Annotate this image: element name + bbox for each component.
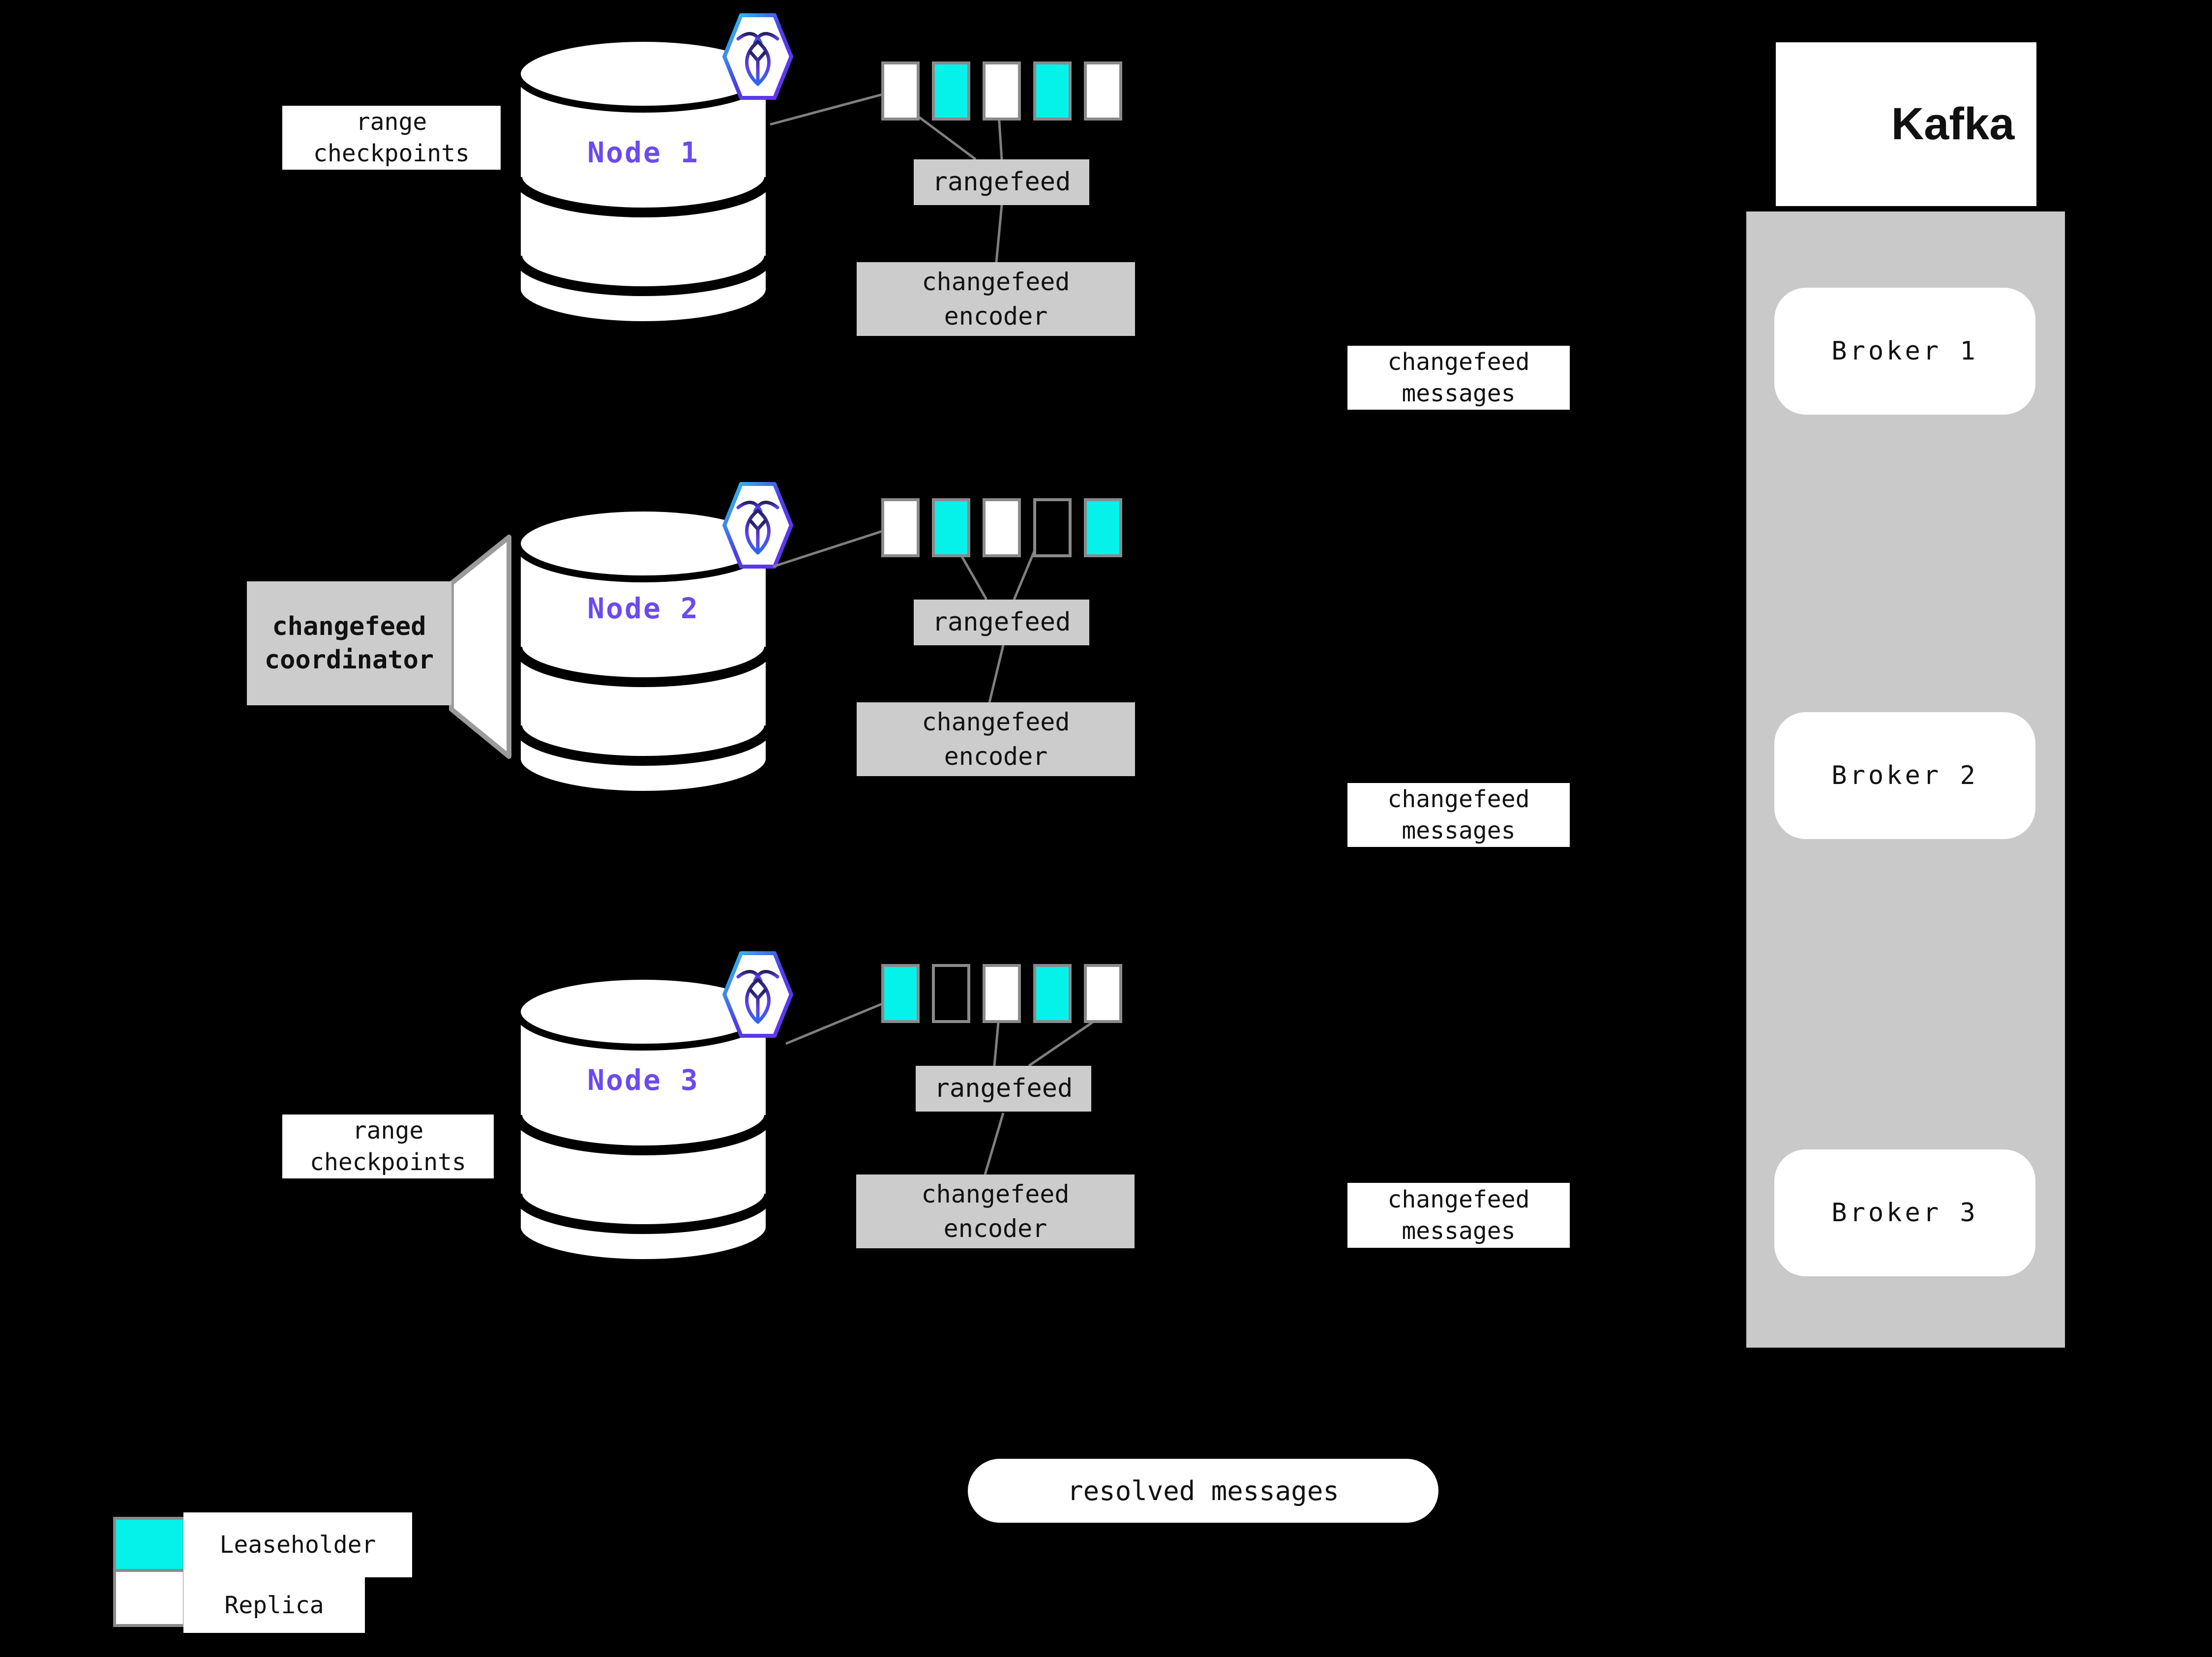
range-rect <box>932 61 970 121</box>
changefeed-encoder-text: changefeed encoder <box>922 708 1070 771</box>
legend-replica-swatch <box>113 1569 186 1627</box>
kafka-broker-2: Broker 2 <box>1774 712 2035 839</box>
range-checkpoints-text: range checkpoints <box>313 108 470 167</box>
range-rect <box>881 964 920 1023</box>
rangefeed-box-node2: rangefeed <box>914 600 1089 645</box>
range-checkpoints-text: range checkpoints <box>310 1117 466 1176</box>
node-2-database-cylinder <box>517 508 769 794</box>
changefeed-messages-label-node3: changefeed messages <box>1347 1183 1570 1248</box>
changefeed-messages-text: changefeed messages <box>1387 785 1530 844</box>
legend-leaseholder-swatch <box>113 1517 186 1575</box>
range-rect <box>881 61 920 121</box>
range-rect <box>1033 964 1072 1023</box>
changefeed-coordinator-box: changefeed coordinator <box>247 581 451 705</box>
rangefeed-box-node1: rangefeed <box>914 159 1089 205</box>
kafka-broker-3: Broker 3 <box>1774 1149 2035 1276</box>
changefeed-messages-text: changefeed messages <box>1387 348 1530 407</box>
changefeed-encoder-text: changefeed encoder <box>921 1180 1070 1243</box>
kafka-cluster-container: Broker 1 Broker 2 Broker 3 <box>1746 211 2065 1348</box>
node-2-label: Node 2 <box>587 592 699 625</box>
range-rect <box>983 498 1021 557</box>
changefeed-encoder-box-node2: changefeed encoder <box>857 702 1135 776</box>
range-rect <box>881 498 920 557</box>
range-rect <box>1084 498 1122 557</box>
changefeed-messages-label-node2: changefeed messages <box>1347 783 1570 847</box>
legend-leaseholder-label: Leaseholder <box>183 1512 412 1577</box>
rangefeed-box-node3: rangefeed <box>916 1066 1091 1112</box>
kafka-logo-box: Kafka <box>1776 42 2036 206</box>
kafka-wordmark: Kafka <box>1891 99 2015 149</box>
range-rect <box>1033 61 1072 121</box>
changefeed-encoder-text: changefeed encoder <box>922 268 1070 331</box>
range-rect <box>1033 498 1072 557</box>
range-rect <box>1084 61 1122 121</box>
changefeed-coordinator-text: changefeed coordinator <box>264 612 434 675</box>
cockroachdb-icon <box>724 953 791 1036</box>
changefeed-messages-label-node1: changefeed messages <box>1347 346 1570 410</box>
node-1-database-cylinder <box>517 38 769 325</box>
range-rect <box>983 964 1021 1023</box>
range-rect <box>932 964 970 1023</box>
legend-replica-label: Replica <box>183 1577 365 1633</box>
range-rect <box>932 498 970 557</box>
node-1-label: Node 1 <box>587 136 699 169</box>
node-3-database-cylinder <box>517 976 769 1263</box>
changefeed-encoder-box-node3: changefeed encoder <box>856 1175 1135 1248</box>
connector-lines <box>770 93 1101 1175</box>
range-rect <box>983 61 1021 121</box>
kafka-broker-1: Broker 1 <box>1774 288 2035 415</box>
changefeed-messages-text: changefeed messages <box>1387 1186 1530 1245</box>
changefeed-encoder-box-node1: changefeed encoder <box>857 262 1135 336</box>
cockroachdb-icon <box>724 15 791 98</box>
range-rect <box>1084 964 1122 1023</box>
node-3-label: Node 3 <box>587 1063 699 1097</box>
range-checkpoints-label-node3: range checkpoints <box>282 1115 494 1178</box>
range-checkpoints-label-node1: range checkpoints <box>282 106 501 170</box>
coordinator-callout-pointer <box>449 535 511 759</box>
cockroachdb-icon <box>724 484 791 567</box>
resolved-messages-pill: resolved messages <box>968 1459 1438 1523</box>
